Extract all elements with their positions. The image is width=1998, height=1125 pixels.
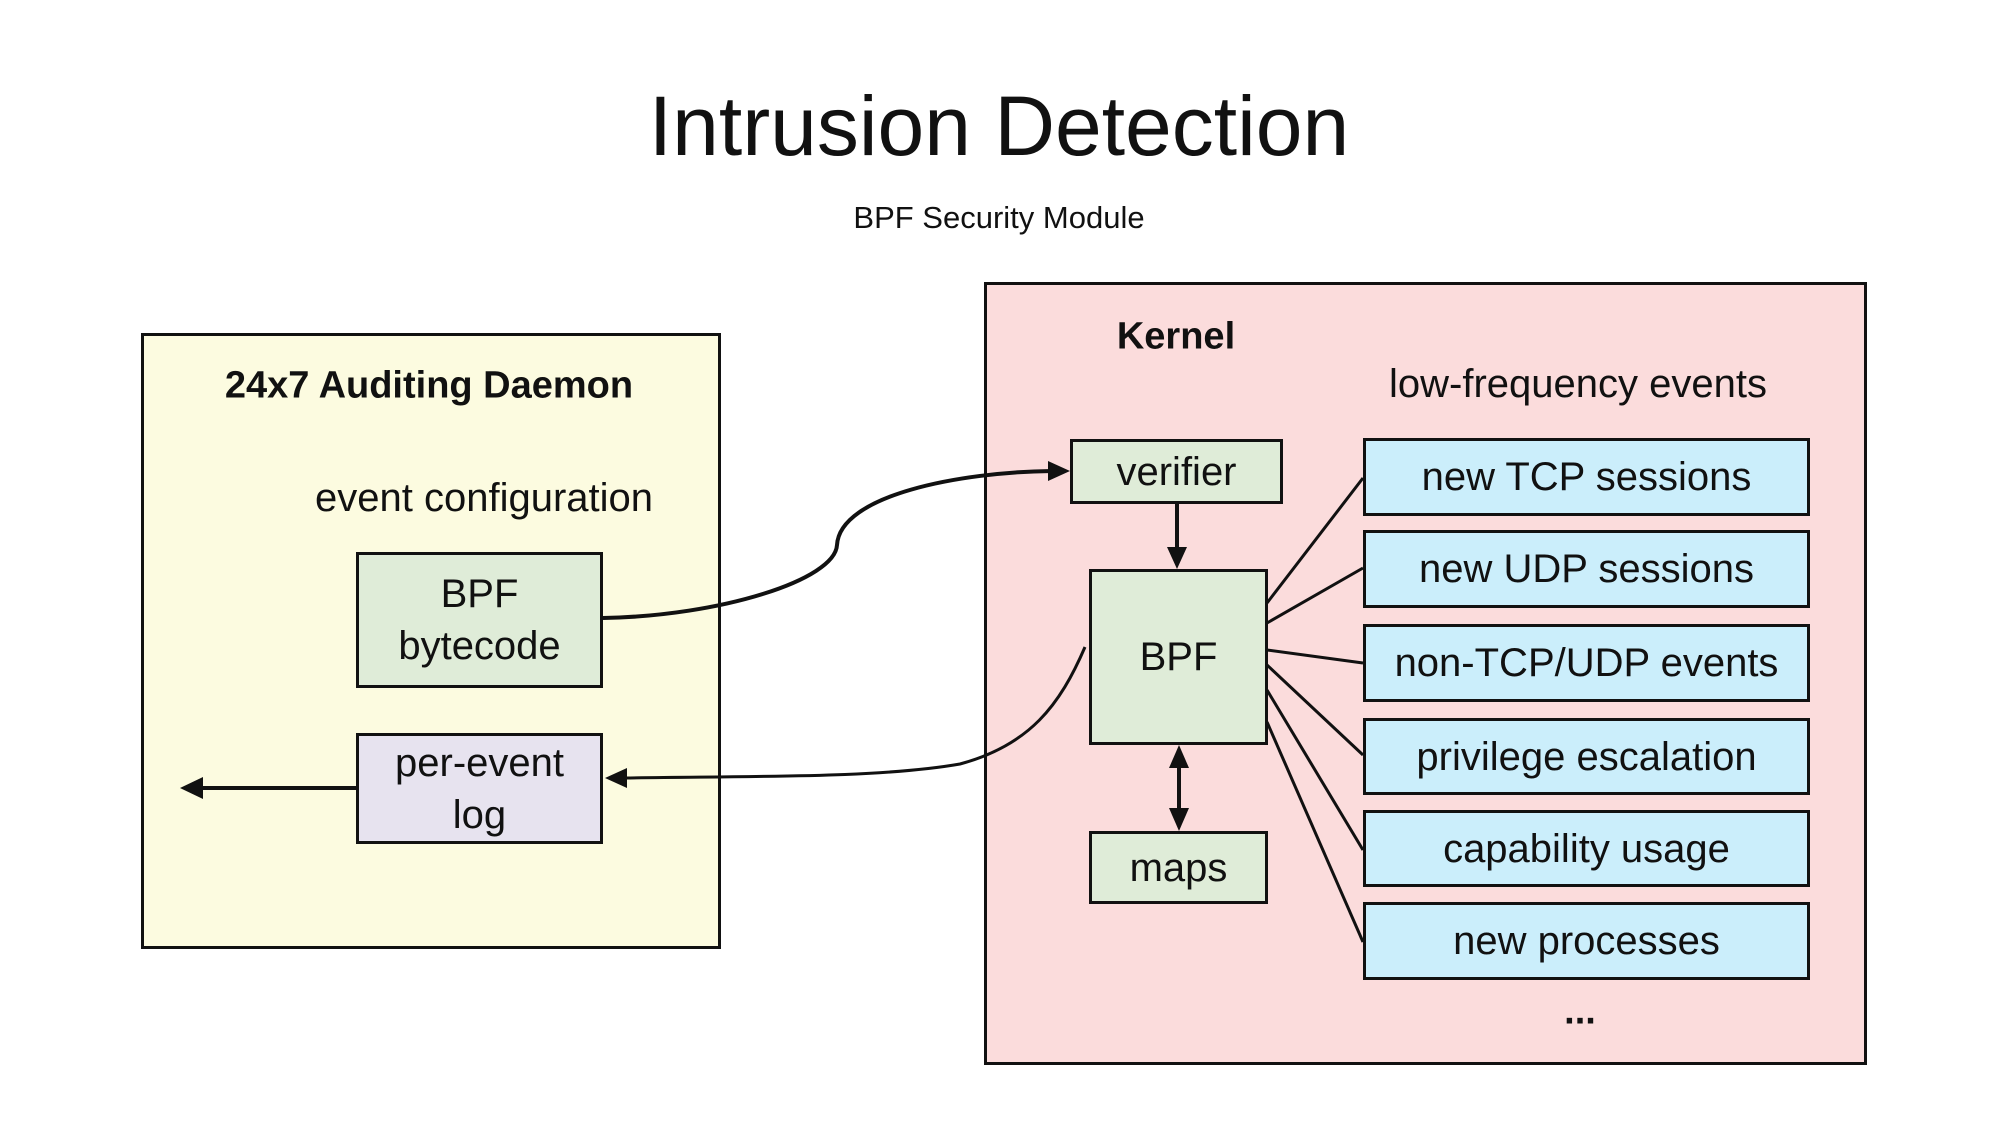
arrowhead-icon bbox=[605, 768, 627, 788]
verifier-box: verifier bbox=[1070, 439, 1283, 504]
event-box: privilege escalation bbox=[1363, 718, 1810, 795]
event-box: new UDP sessions bbox=[1363, 530, 1810, 608]
slide-subtitle: BPF Security Module bbox=[853, 200, 1145, 235]
fan-line bbox=[1265, 477, 1365, 604]
bpf-to-log-arrow bbox=[624, 646, 1087, 780]
auditing-daemon-label: 24x7 Auditing Daemon bbox=[224, 364, 634, 407]
fan-line bbox=[1266, 566, 1364, 625]
event-fan-lines bbox=[1265, 477, 1365, 943]
bytecode-to-verifier-arrow bbox=[602, 469, 1053, 620]
bpf-bytecode-box: BPF bytecode bbox=[356, 552, 603, 688]
event-label: capability usage bbox=[1443, 826, 1730, 871]
maps-box: maps bbox=[1089, 831, 1268, 904]
maps-label: maps bbox=[1129, 845, 1228, 890]
event-label: new processes bbox=[1453, 919, 1720, 963]
event-box: capability usage bbox=[1363, 810, 1810, 887]
event-label: new TCP sessions bbox=[1421, 455, 1752, 499]
event-label: privilege escalation bbox=[1416, 734, 1757, 779]
bpf-label: BPF bbox=[1139, 635, 1218, 679]
event-label: new UDP sessions bbox=[1419, 547, 1754, 591]
auditing-daemon-box bbox=[141, 333, 721, 949]
fan-line bbox=[1265, 663, 1365, 757]
verifier-label: verifier bbox=[1116, 449, 1237, 494]
kernel-label: Kernel bbox=[1116, 315, 1236, 358]
bpf-box: BPF bbox=[1089, 569, 1268, 745]
bpf-bytecode-line2: bytecode bbox=[398, 624, 561, 668]
fan-line bbox=[1265, 721, 1365, 943]
per-event-log-line1: per-event bbox=[395, 740, 564, 785]
arrowhead-icon bbox=[1169, 745, 1189, 768]
arrowhead-icon bbox=[1169, 808, 1189, 831]
arrowhead-icon bbox=[180, 777, 203, 799]
per-event-log-line2: log bbox=[452, 792, 507, 837]
fan-line bbox=[1265, 689, 1365, 851]
bpf-bytecode-line1: BPF bbox=[440, 572, 519, 616]
slide-title: Intrusion Detection bbox=[648, 79, 1350, 173]
event-configuration-label: event configuration bbox=[314, 476, 654, 520]
more-events-ellipsis: ... bbox=[1564, 990, 1596, 1033]
arrowhead-icon bbox=[1048, 461, 1070, 481]
fan-line bbox=[1266, 648, 1364, 665]
event-box: non-TCP/UDP events bbox=[1363, 624, 1810, 702]
event-label: non-TCP/UDP events bbox=[1394, 641, 1779, 685]
event-box: new TCP sessions bbox=[1363, 438, 1810, 516]
arrowhead-icon bbox=[1167, 547, 1187, 569]
per-event-log-box: per-event log bbox=[356, 733, 603, 844]
event-box: new processes bbox=[1363, 902, 1810, 980]
low-frequency-events-label: low-frequency events bbox=[1389, 362, 1767, 406]
